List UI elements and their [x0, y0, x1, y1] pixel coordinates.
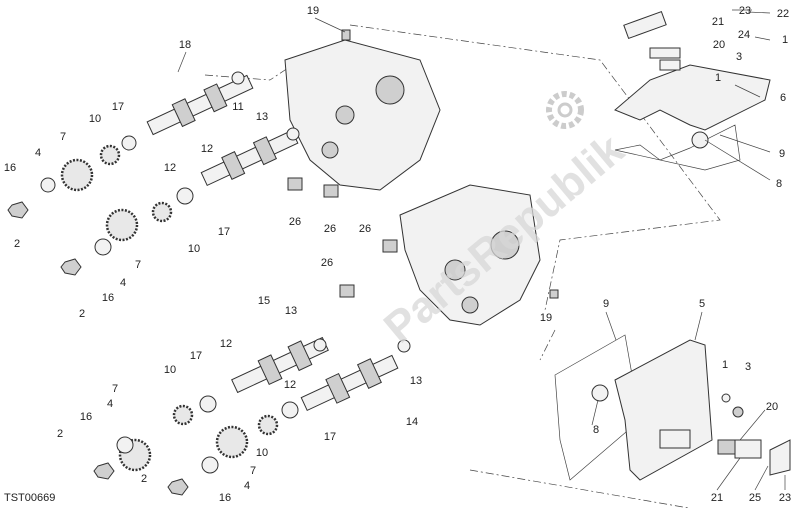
cylinder-head-vertical	[399, 184, 541, 326]
part-label: 14	[406, 416, 418, 428]
part-label: 19	[540, 312, 552, 324]
part-label: 18	[179, 39, 191, 51]
part-label: 13	[285, 305, 297, 317]
diagram-code: TST00669	[4, 492, 55, 504]
part-label: 11	[232, 101, 243, 113]
part-label: 2	[79, 308, 85, 320]
part-label: 7	[112, 383, 118, 395]
part-label: 16	[4, 162, 16, 174]
part-label: 4	[120, 277, 126, 289]
cover-vertical-head	[554, 334, 791, 481]
part-label: 22	[777, 8, 789, 20]
part-label: 7	[135, 259, 141, 271]
part-label: 2	[57, 428, 63, 440]
part-label: 12	[201, 143, 213, 155]
part-label: 9	[779, 148, 785, 160]
part-number-labels: 18 19 17 10 7 4 16 2 12 11 13 12 26 26 1…	[4, 5, 791, 504]
part-label: 8	[776, 178, 782, 190]
part-label: 5	[699, 298, 705, 310]
part-label: 20	[766, 401, 778, 413]
part-label: 7	[60, 131, 66, 143]
part-label: 17	[218, 226, 230, 238]
part-label: 13	[256, 111, 268, 123]
part-label: 12	[220, 338, 232, 350]
part-label: 4	[107, 398, 113, 410]
part-label: 19	[307, 5, 319, 17]
cylinder-head-horizontal	[284, 39, 441, 191]
timing-gears	[60, 144, 279, 472]
part-label: 4	[35, 147, 41, 159]
part-label: 3	[736, 51, 742, 63]
part-label: 7	[250, 465, 256, 477]
part-label: 12	[284, 379, 296, 391]
part-label: 10	[188, 243, 200, 255]
leader-lines	[177, 9, 786, 491]
part-label: 10	[89, 113, 101, 125]
part-label: 16	[80, 411, 92, 423]
part-label: 4	[244, 480, 250, 492]
part-label: 24	[738, 29, 750, 41]
washers	[40, 71, 411, 474]
part-label: 1	[722, 359, 728, 371]
nuts	[7, 201, 189, 496]
part-label: 26	[321, 257, 333, 269]
part-label: 3	[745, 361, 751, 373]
part-label: 16	[102, 292, 114, 304]
part-label: 23	[739, 5, 751, 17]
camshafts	[146, 74, 399, 412]
cover-horizontal-head	[614, 10, 771, 171]
part-label: 2	[14, 238, 20, 250]
part-label: 21	[711, 492, 723, 504]
part-label: 16	[219, 492, 231, 504]
gear-icon	[546, 91, 584, 129]
part-label: 10	[256, 447, 268, 459]
part-label: 23	[779, 492, 791, 504]
part-label: 17	[324, 431, 336, 443]
part-label: 10	[164, 364, 176, 376]
tappets	[287, 29, 559, 299]
part-label: 21	[712, 16, 724, 28]
part-label: 12	[164, 162, 176, 174]
part-label: 6	[780, 92, 786, 104]
part-label: 1	[715, 72, 721, 84]
part-label: 1	[782, 34, 788, 46]
part-label: 26	[359, 223, 371, 235]
part-label: 26	[324, 223, 336, 235]
part-label: 20	[713, 39, 725, 51]
part-label: 13	[410, 375, 422, 387]
part-label: 9	[603, 298, 609, 310]
part-label: 8	[593, 424, 599, 436]
part-label: 17	[190, 350, 202, 362]
part-label: 2	[141, 473, 147, 485]
part-label: 25	[749, 492, 761, 504]
part-label: 17	[112, 101, 124, 113]
part-label: 26	[289, 216, 301, 228]
part-label: 15	[258, 295, 270, 307]
